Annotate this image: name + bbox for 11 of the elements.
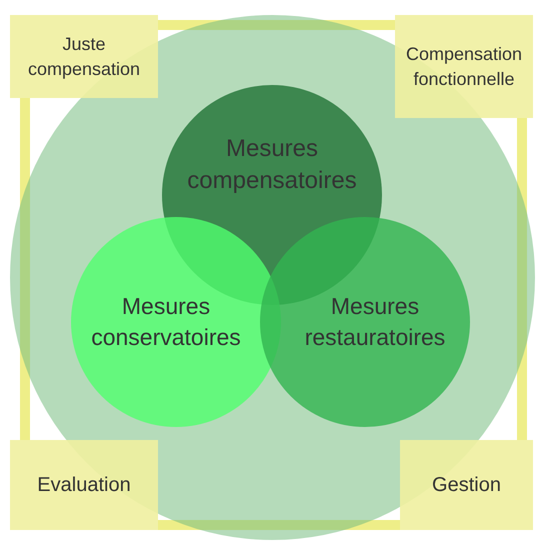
- box-label: Evaluation: [37, 472, 131, 498]
- box-label: Compensation fonctionnelle: [404, 43, 524, 90]
- circle-label: Mesures restauratoires: [304, 292, 446, 352]
- frame-bar: [158, 20, 395, 30]
- frame-bar: [20, 98, 30, 440]
- frame-bar: [158, 520, 400, 530]
- circle-label: Mesures compensatoires: [187, 134, 357, 196]
- circle-label: Mesures conservatoires: [90, 292, 242, 352]
- frame-bar: [517, 118, 527, 440]
- box-label: Gestion: [432, 472, 501, 498]
- box-label: Juste compensation: [26, 33, 142, 81]
